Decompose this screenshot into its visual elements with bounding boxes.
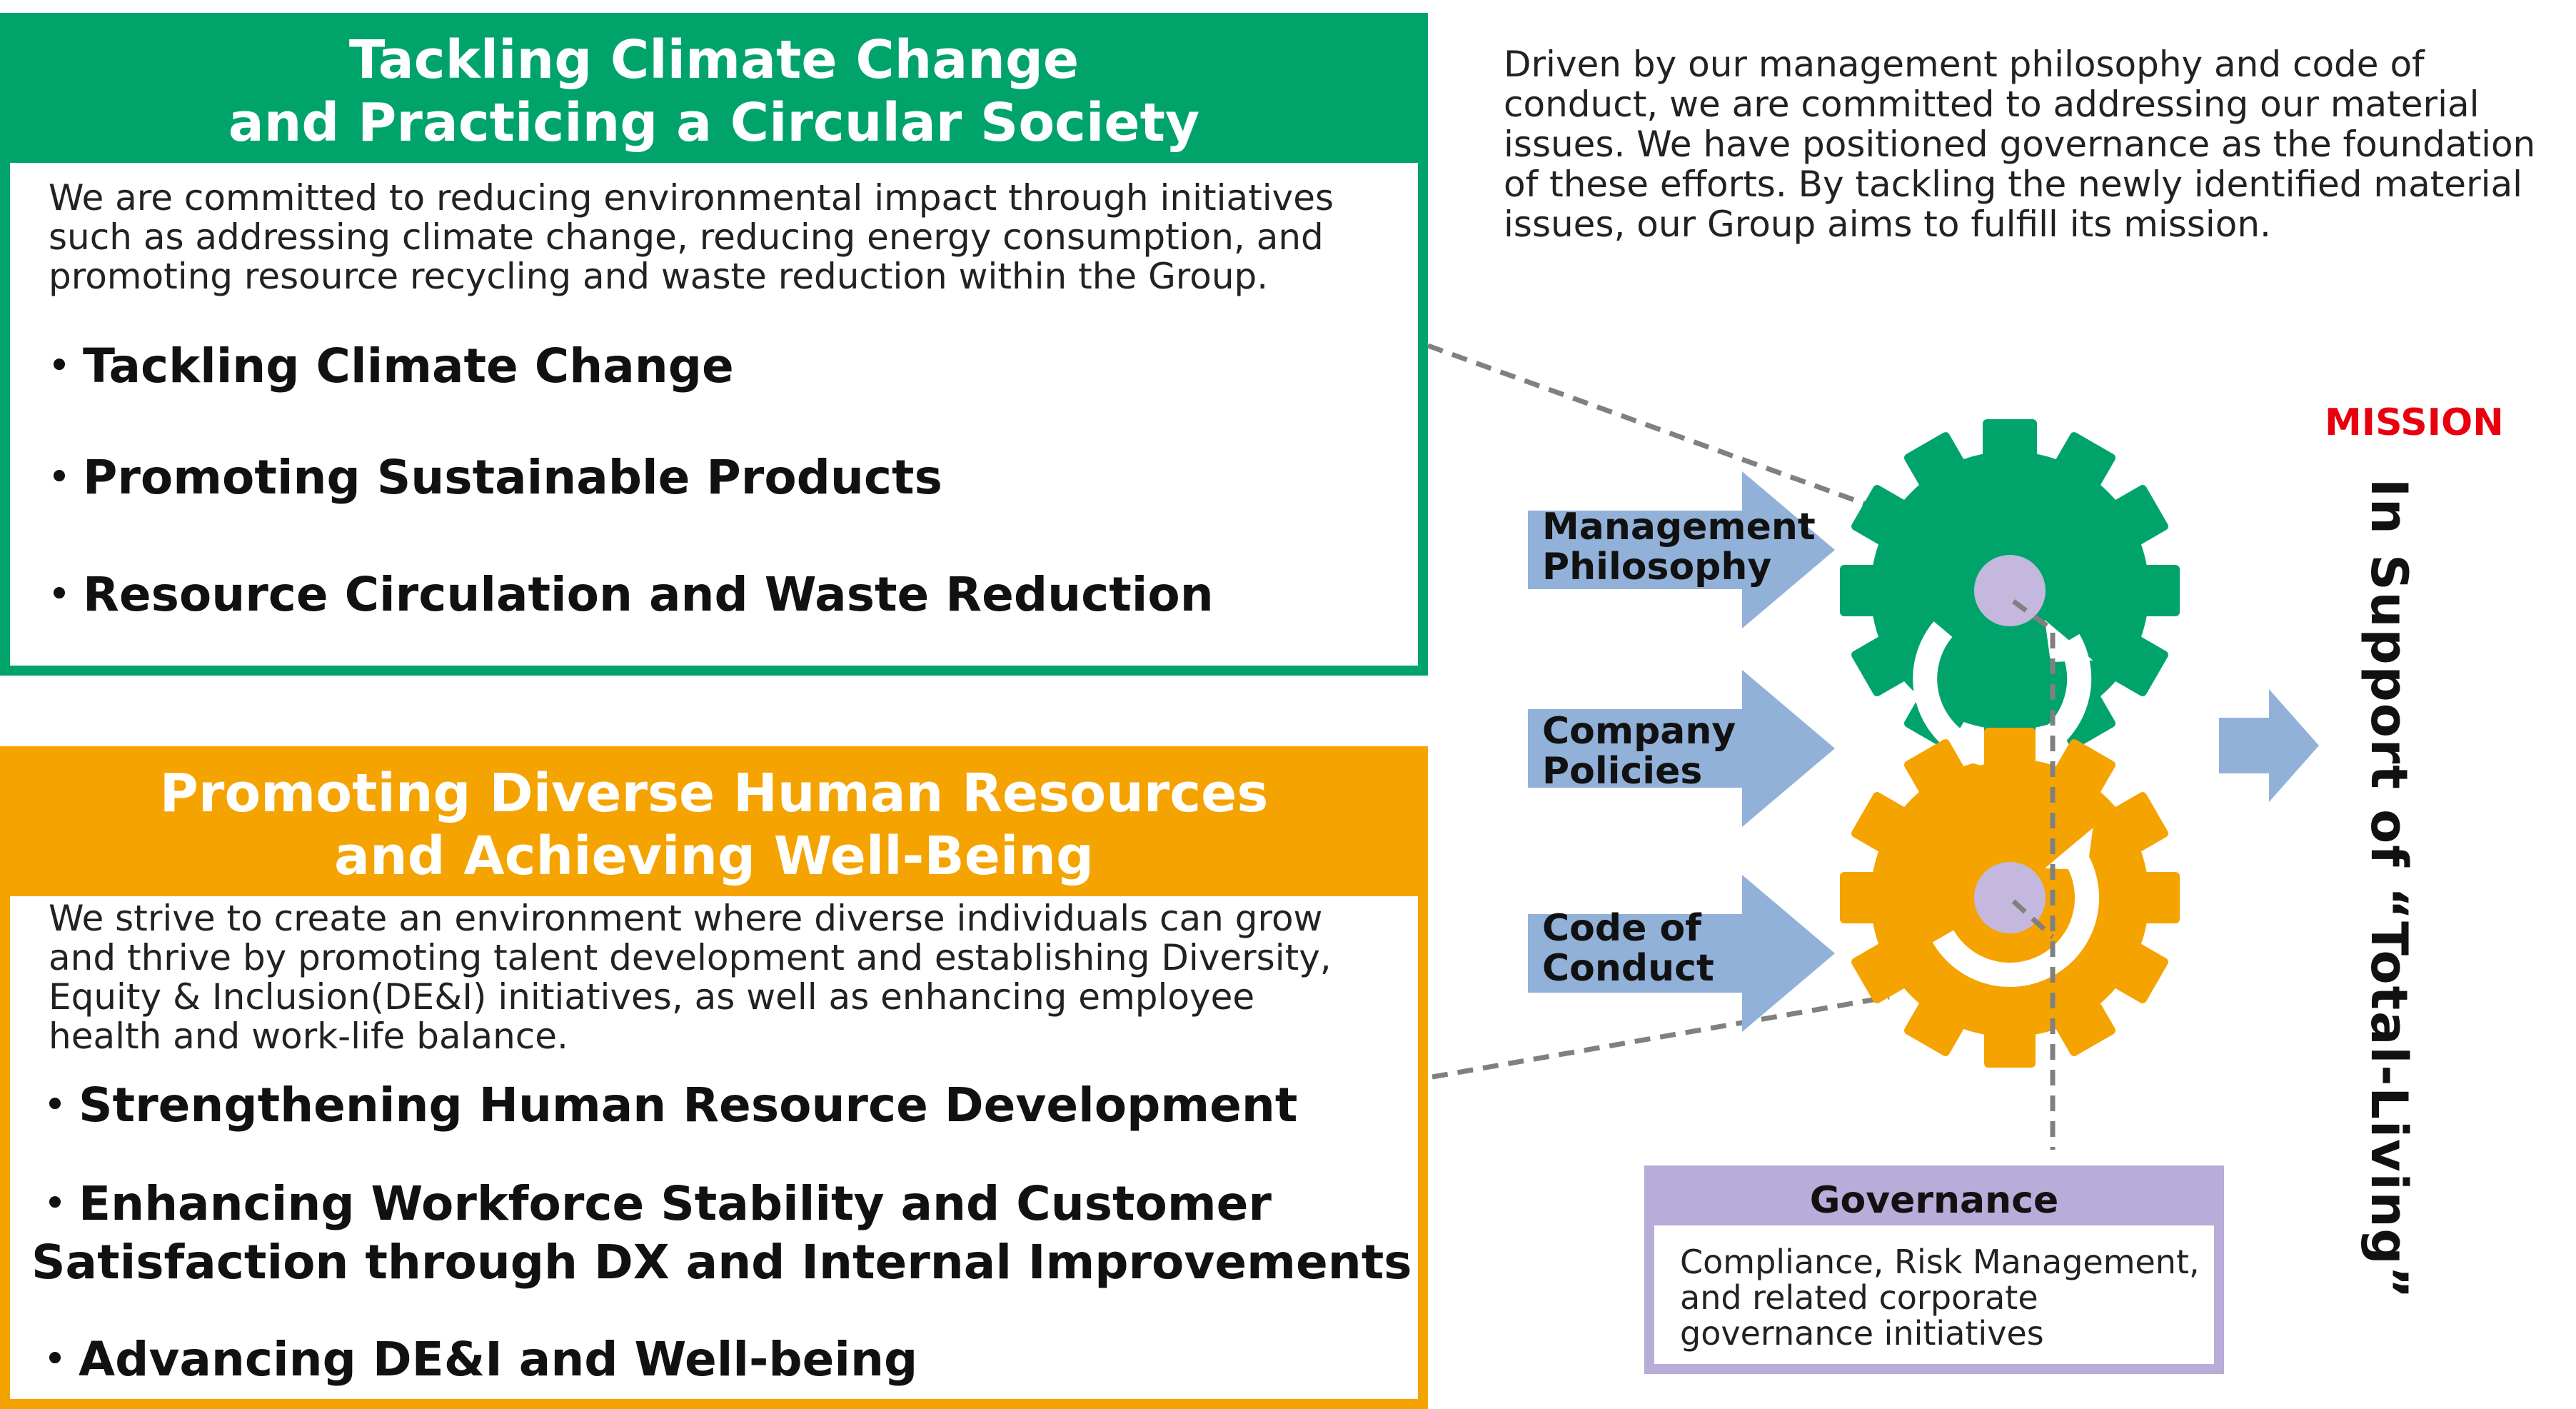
governance-box: Governance Compliance, Risk Management, …	[1644, 1165, 2224, 1374]
right-arrow-icon	[1528, 670, 1835, 827]
governance-connector	[2011, 599, 2056, 1150]
people-item-line: ・Strengthening Human Resource Developmen…	[31, 1078, 1298, 1133]
intro-line: of these efforts. By tackling the newly …	[1504, 164, 2523, 205]
intro-line: conduct, we are committed to addressing …	[1504, 84, 2480, 125]
intro-line: Driven by our management philosophy and …	[1504, 44, 2425, 85]
environment-item-circulation: ・Resource Circulation and Waste Reductio…	[36, 567, 1214, 622]
connector-people	[1432, 994, 1890, 1080]
environment-title-line: and Practicing a Circular Society	[228, 92, 1200, 154]
input-label-line: Policies	[1542, 750, 1703, 793]
environment-title-line: Tackling Climate Change	[348, 29, 1080, 91]
people-description-line: Equity & Inclusion(DE&I) initiatives, as…	[49, 976, 1255, 1018]
people-item-workforce: ・Enhancing Workforce Stability and Custo…	[31, 1175, 1412, 1292]
input-label-line: Philosophy	[1542, 546, 1772, 588]
people-item-dei: ・Advancing DE&I and Well-being	[31, 1330, 917, 1389]
right-arrow-icon	[1528, 875, 1835, 1032]
gear-hub	[1974, 862, 2046, 933]
input-label-line: Conduct	[1542, 947, 1714, 990]
people-item-line: ・Advancing DE&I and Well-being	[31, 1332, 918, 1387]
people-panel-description: We strive to create an environment where…	[49, 899, 1375, 1056]
environment-panel-title: Tackling Climate Change and Practicing a…	[10, 23, 1418, 163]
mission-label: MISSION	[2325, 401, 2504, 444]
governance-description-line: governance initiatives	[1680, 1314, 2044, 1353]
right-arrow-icon	[2219, 689, 2319, 802]
people-panel: Promoting Diverse Human Resources and Ac…	[0, 746, 1428, 1409]
environment-description-line: promoting resource recycling and waste r…	[49, 256, 1269, 297]
environment-description-line: such as addressing climate change, reduc…	[49, 216, 1324, 258]
governance-description-line: Compliance, Risk Management,	[1680, 1243, 2200, 1281]
people-item-development: ・Strengthening Human Resource Developmen…	[31, 1076, 1297, 1135]
intro-paragraph: Driven by our management philosophy and …	[1504, 44, 2575, 244]
governance-title: Governance	[1654, 1175, 2214, 1225]
input-management-philosophy: Management Philosophy	[1542, 507, 1816, 587]
mission-statement: In Support of “Total-Living”	[2360, 478, 2418, 1300]
input-code-of-conduct: Code of Conduct	[1542, 908, 1714, 988]
gear-hub	[1974, 555, 2046, 626]
gear-orange-detail	[1840, 728, 2180, 1068]
input-company-policies: Company Policies	[1542, 711, 1736, 791]
intro-line: issues, our Group aims to fulfill its mi…	[1504, 204, 2271, 245]
rotation-arrow-icon	[1932, 828, 2099, 987]
environment-item-climate: ・Tackling Climate Change	[36, 339, 734, 393]
people-title-line: Promoting Diverse Human Resources	[159, 763, 1269, 824]
input-label-line: Management	[1542, 506, 1816, 548]
right-arrow-icon	[1528, 471, 1835, 628]
connector-environment	[1427, 343, 1915, 524]
people-item-line: Satisfaction through DX and Internal Imp…	[31, 1235, 1412, 1290]
environment-description-line: We are committed to reducing environment…	[49, 177, 1334, 219]
people-description-line: and thrive by promoting talent developme…	[49, 937, 1332, 978]
input-label-line: Company	[1542, 710, 1736, 753]
people-description-line: We strive to create an environment where…	[49, 898, 1323, 939]
people-title-line: and Achieving Well-Being	[334, 826, 1094, 887]
people-panel-title: Promoting Diverse Human Resources and Ac…	[10, 756, 1418, 896]
environment-panel-description: We are committed to reducing environment…	[49, 179, 1375, 296]
governance-description: Compliance, Risk Management, and related…	[1680, 1244, 2200, 1351]
gear-icon	[1840, 421, 2180, 761]
people-item-line: ・Enhancing Workforce Stability and Custo…	[31, 1176, 1272, 1231]
environment-panel: Tackling Climate Change and Practicing a…	[0, 13, 1428, 676]
people-description-line: health and work-life balance.	[49, 1016, 568, 1057]
input-label-line: Code of	[1542, 907, 1701, 950]
governance-description-line: and related corporate	[1680, 1278, 2038, 1317]
gear-green-detail	[1840, 421, 2180, 768]
environment-item-products: ・Promoting Sustainable Products	[36, 450, 942, 505]
intro-line: issues. We have positioned governance as…	[1504, 124, 2536, 165]
